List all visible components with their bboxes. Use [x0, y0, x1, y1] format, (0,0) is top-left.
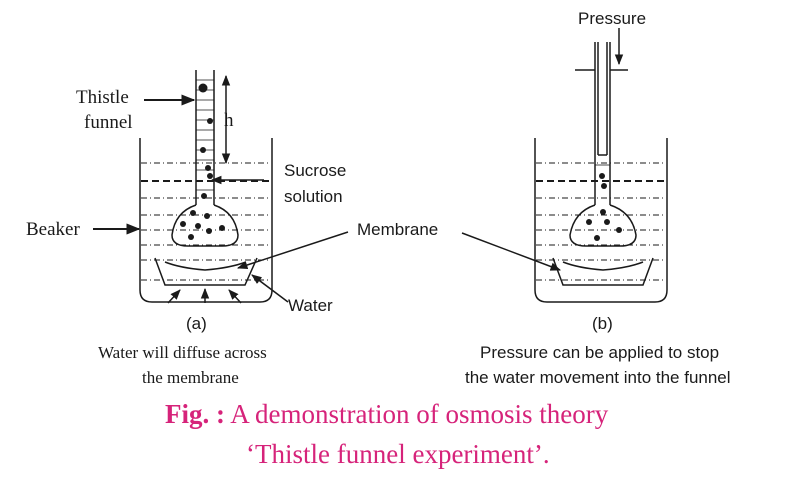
figure-caption-line2: ‘Thistle funnel experiment’. [246, 439, 550, 469]
solute-dots-b [586, 173, 622, 241]
panel-a-sublabel: (a) [186, 314, 207, 333]
water-lines-b [536, 162, 666, 281]
water-label: Water [288, 296, 333, 315]
figure-caption-text: A demonstration of osmosis theory [225, 399, 609, 429]
water-arrow [251, 274, 289, 303]
panel-a-caption-2: the membrane [142, 368, 239, 387]
membrane-arrow-b [461, 232, 561, 271]
sucrose-label-1: Sucrose [284, 161, 346, 180]
membrane-dish-a [154, 257, 258, 286]
thistle-label-2: funnel [84, 112, 133, 133]
panel-b-sublabel: (b) [592, 314, 613, 333]
beaker-label: Beaker [26, 219, 80, 240]
pressure-label: Pressure [578, 9, 646, 28]
funnel-bulb-a [171, 204, 239, 247]
panel-b-caption-1: Pressure can be applied to stop [480, 343, 719, 362]
funnel-bulb-b [569, 204, 637, 247]
thistle-label-1: Thistle [76, 87, 129, 108]
membrane-label: Membrane [357, 220, 438, 239]
h-label: h [224, 110, 234, 131]
membrane-arrow-a [237, 231, 349, 270]
panel-a [93, 70, 349, 304]
panel-b-caption-2: the water movement into the funnel [465, 368, 731, 387]
membrane-dish-b [552, 257, 654, 286]
panel-b [461, 28, 668, 303]
figure-caption-line1: Fig. : A demonstration of osmosis theory [165, 399, 609, 429]
figure-caption-prefix: Fig. : [165, 399, 225, 429]
panel-a-caption-1: Water will diffuse across [98, 343, 267, 362]
beaker-b [534, 138, 668, 303]
beaker-a [139, 138, 273, 303]
solute-dots-a [180, 83, 225, 240]
sucrose-label-2: solution [284, 187, 343, 206]
